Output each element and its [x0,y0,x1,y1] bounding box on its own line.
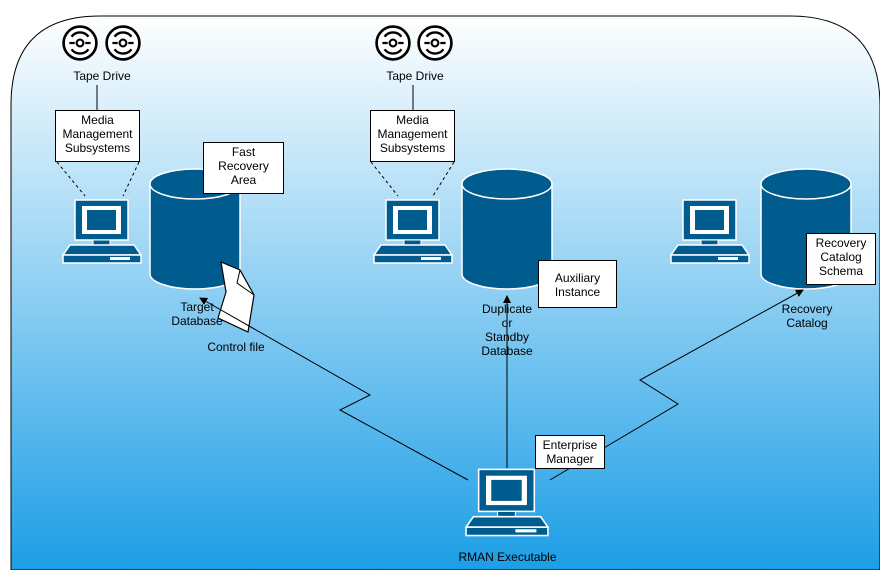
tape-reel-icon [62,25,98,61]
left-media-management-box: Media Management Subsystems [55,110,140,162]
control-file-document-icon [217,261,255,333]
tape-reel-icon [375,25,411,61]
middle-media-management-box: Media Management Subsystems [370,110,455,162]
rman-executable-label: RMAN Executable [458,550,557,564]
left-tape-drive-label: Tape Drive [73,69,131,83]
tape-reel-icon [105,25,141,61]
recovery-catalog-label: Recovery Catalog [781,302,833,330]
left-media-dotted-lines [56,161,140,197]
duplicate-database-label: Duplicate or Standby Database [481,302,533,358]
target-database-label: Target Database [171,300,223,328]
background-panel [10,15,880,570]
arrow-to-target-database [199,297,469,481]
middle-tape-drive-label: Tape Drive [386,69,444,83]
recovery-catalog-schema-box: Recovery Catalog Schema [806,233,876,285]
tape-reel-icon [417,25,453,61]
middle-media-dotted-lines [370,161,455,197]
control-file-label: Control file [207,340,265,354]
arrow-to-recovery-catalog [549,289,804,481]
enterprise-manager-box: Enterprise Manager [535,435,605,469]
auxiliary-instance-box: Auxiliary Instance [538,260,617,308]
fast-recovery-area-box: Fast Recovery Area [203,142,284,194]
